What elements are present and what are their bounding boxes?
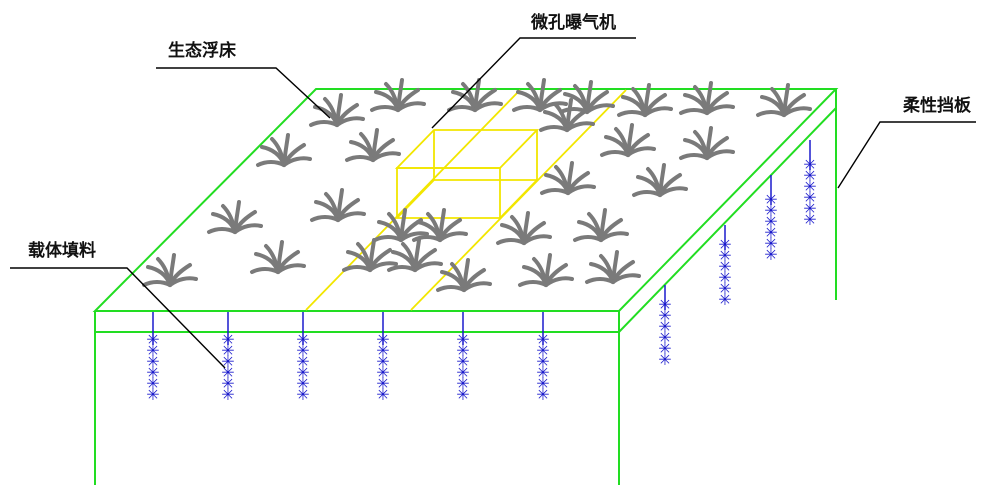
filler-asterisk-icon: ✳: [456, 363, 469, 382]
plant-icon: [496, 211, 552, 245]
filler-asterisk-icon: ✳: [536, 352, 549, 371]
filler-asterisk-icon: ✳: [296, 363, 309, 382]
plant-icon: [207, 200, 263, 234]
plant-icon: [387, 238, 443, 272]
filler-asterisk-icon: ✳: [146, 374, 159, 393]
filler-asterisk-icon: ✳: [376, 385, 389, 404]
filler-asterisk-icon: ✳: [658, 306, 671, 325]
filler-asterisk-icon: ✳: [803, 188, 816, 207]
filler-asterisk-icon: ✳: [658, 317, 671, 336]
label-carrier-filler: 载体填料: [28, 240, 96, 261]
filler-asterisk-icon: ✳: [376, 341, 389, 360]
filler-asterisk-icon: ✳: [376, 330, 389, 349]
filler-asterisk-icon: ✳: [221, 352, 234, 371]
plant-icon: [518, 253, 574, 287]
filler-asterisk-icon: ✳: [146, 341, 159, 360]
filler-asterisk-icon: ✳: [718, 268, 731, 287]
filler-asterisk-icon: ✳: [718, 235, 731, 254]
filler-asterisk-icon: ✳: [221, 341, 234, 360]
plant-icon: [585, 250, 641, 284]
filler-asterisk-icon: ✳: [803, 199, 816, 218]
filler-asterisk-icon: ✳: [718, 290, 731, 309]
label-micro-aerator: 微孔曝气机: [530, 12, 616, 33]
filler-asterisk-icon: ✳: [718, 257, 731, 276]
filler-asterisk-icon: ✳: [803, 210, 816, 229]
plant-icon: [250, 240, 306, 274]
filler-asterisk-icon: ✳: [658, 339, 671, 358]
plant-icon: [436, 258, 492, 292]
filler-asterisk-icon: ✳: [456, 385, 469, 404]
filler-asterisk-icon: ✳: [536, 363, 549, 382]
filler-asterisk-icon: ✳: [376, 363, 389, 382]
label-flexible-baffle: 柔性挡板: [903, 95, 972, 116]
plant-icon: [632, 163, 688, 197]
plant-icon: [573, 208, 629, 242]
filler-asterisk-icon: ✳: [376, 352, 389, 371]
plant-icon: [600, 123, 656, 157]
filler-asterisk-icon: ✳: [296, 330, 309, 349]
filler-asterisk-icon: ✳: [536, 385, 549, 404]
filler-asterisk-icon: ✳: [296, 341, 309, 360]
filler-asterisk-icon: ✳: [456, 352, 469, 371]
carrier-filler-group: ✳✳✳✳✳✳✳✳✳✳✳✳✳✳✳✳✳✳✳✳✳✳✳✳✳✳✳✳✳✳✳✳✳✳✳✳✳✳✳✳…: [146, 140, 817, 404]
filler-asterisk-icon: ✳: [803, 166, 816, 185]
filler-asterisk-icon: ✳: [221, 330, 234, 349]
filler-asterisk-icon: ✳: [296, 352, 309, 371]
filler-asterisk-icon: ✳: [456, 341, 469, 360]
plant-icon: [345, 128, 401, 162]
plant-icon: [310, 188, 366, 222]
filler-asterisk-icon: ✳: [456, 330, 469, 349]
plant-icon: [412, 208, 468, 242]
plant-icon: [142, 253, 198, 287]
filler-asterisk-icon: ✳: [764, 190, 777, 209]
float-bed-plants: [142, 78, 812, 292]
filler-asterisk-icon: ✳: [146, 330, 159, 349]
filler-asterisk-icon: ✳: [764, 245, 777, 264]
filler-asterisk-icon: ✳: [376, 374, 389, 393]
aerator-outline: [305, 89, 627, 311]
filler-asterisk-icon: ✳: [536, 330, 549, 349]
filler-asterisk-icon: ✳: [456, 374, 469, 393]
filler-asterisk-icon: ✳: [146, 352, 159, 371]
filler-asterisk-icon: ✳: [718, 279, 731, 298]
filler-asterisk-icon: ✳: [764, 201, 777, 220]
filler-asterisk-icon: ✳: [296, 374, 309, 393]
plant-icon: [679, 126, 735, 160]
plant-icon: [370, 78, 426, 112]
filler-asterisk-icon: ✳: [146, 385, 159, 404]
filler-asterisk-icon: ✳: [221, 374, 234, 393]
leader-lines: [10, 37, 976, 369]
filler-asterisk-icon: ✳: [803, 177, 816, 196]
filler-asterisk-icon: ✳: [658, 328, 671, 347]
filler-asterisk-icon: ✳: [764, 234, 777, 253]
plant-icon: [309, 93, 365, 127]
filler-asterisk-icon: ✳: [764, 212, 777, 231]
filler-asterisk-icon: ✳: [764, 223, 777, 242]
filler-asterisk-icon: ✳: [803, 155, 816, 174]
filler-asterisk-icon: ✳: [536, 341, 549, 360]
filler-asterisk-icon: ✳: [718, 246, 731, 265]
filler-asterisk-icon: ✳: [658, 350, 671, 369]
label-ecological-float-bed: 生态浮床: [168, 40, 237, 61]
tank-outline: [92, 88, 839, 485]
filler-asterisk-icon: ✳: [658, 295, 671, 314]
filler-asterisk-icon: ✳: [146, 363, 159, 382]
filler-asterisk-icon: ✳: [221, 385, 234, 404]
filler-asterisk-icon: ✳: [536, 374, 549, 393]
plant-icon: [679, 81, 735, 115]
filler-asterisk-icon: ✳: [296, 385, 309, 404]
